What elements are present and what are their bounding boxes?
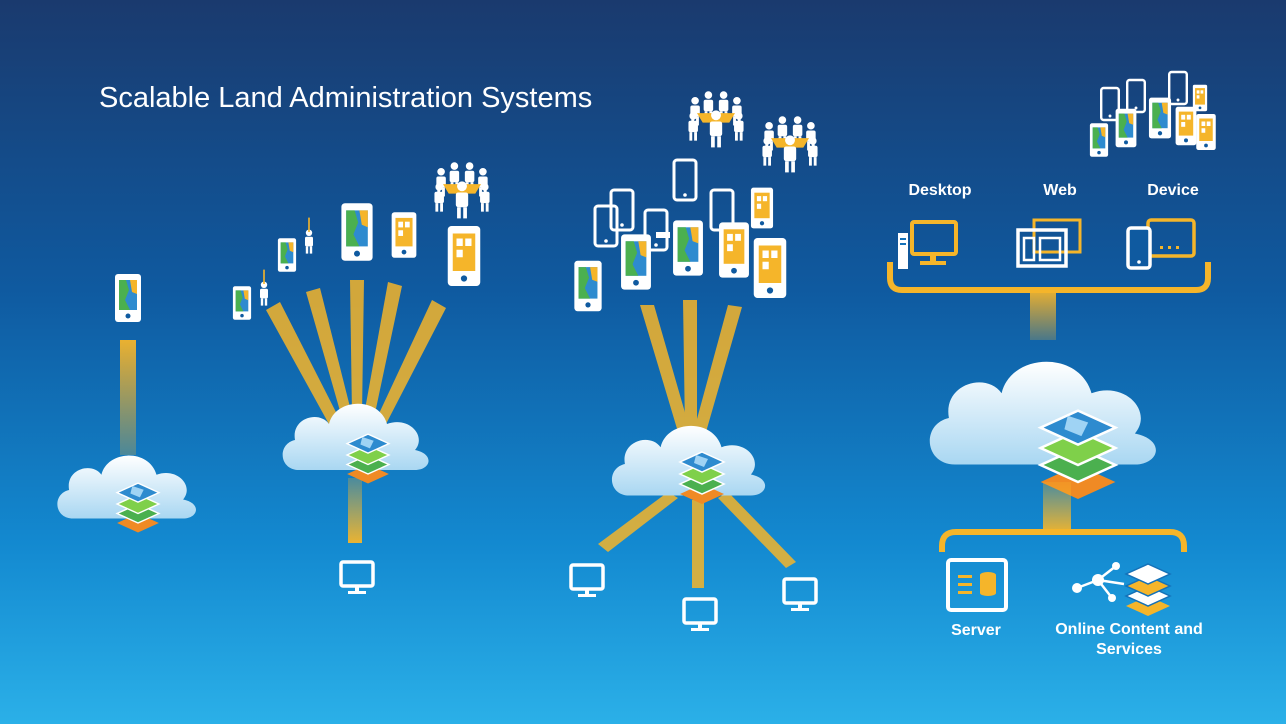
web-label: Web <box>1043 182 1077 199</box>
connection-beam <box>120 340 136 455</box>
desktop-icon <box>898 220 958 269</box>
connection-beam <box>1043 482 1071 532</box>
stage-enterprise <box>569 91 818 633</box>
phone-icon <box>574 260 602 312</box>
tablet-icon <box>115 274 141 322</box>
monitor-icon <box>339 560 375 596</box>
monitor-icon <box>682 597 718 633</box>
surveyor-icon <box>260 269 268 306</box>
device-icon <box>1126 218 1196 270</box>
tablet-icon <box>391 212 417 258</box>
network-icon <box>1072 562 1172 616</box>
tablet-icon <box>753 238 787 298</box>
server-label: Server <box>951 622 1001 639</box>
stage-cloud-platform <box>887 70 1216 616</box>
monitor-icon <box>569 563 605 599</box>
tablet-icon <box>277 238 297 272</box>
people-icon <box>688 91 743 147</box>
people-icon <box>762 116 817 172</box>
device-cluster <box>574 158 787 312</box>
server-icon <box>946 558 1008 612</box>
surveyor-icon <box>305 217 313 254</box>
device-stack-icon <box>1089 70 1216 157</box>
tablet-icon <box>341 203 373 261</box>
slide-title: Scalable Land Administration Systems <box>99 82 593 114</box>
tablet-icon <box>750 187 774 229</box>
online-services-label: Online Content and Services <box>1055 621 1203 658</box>
desktop-label: Desktop <box>908 182 972 199</box>
device-label: Device <box>1147 182 1199 199</box>
tablet-icon <box>673 220 703 276</box>
tablet-icon <box>232 286 252 320</box>
connection-beams <box>598 492 796 588</box>
connection-beam <box>1030 290 1056 340</box>
tablet-icon <box>621 234 651 290</box>
tablet-icon <box>447 226 481 286</box>
connection-beams <box>266 280 446 426</box>
service-bracket <box>939 529 1187 552</box>
stage-single-device <box>57 274 196 534</box>
tablet-icon <box>719 222 749 278</box>
monitor-icon <box>782 577 818 613</box>
web-icon <box>1016 218 1082 268</box>
stage-field-and-office <box>232 162 490 596</box>
connection-beams <box>640 300 742 432</box>
connection-beam <box>348 478 362 543</box>
people-icon <box>434 162 489 218</box>
